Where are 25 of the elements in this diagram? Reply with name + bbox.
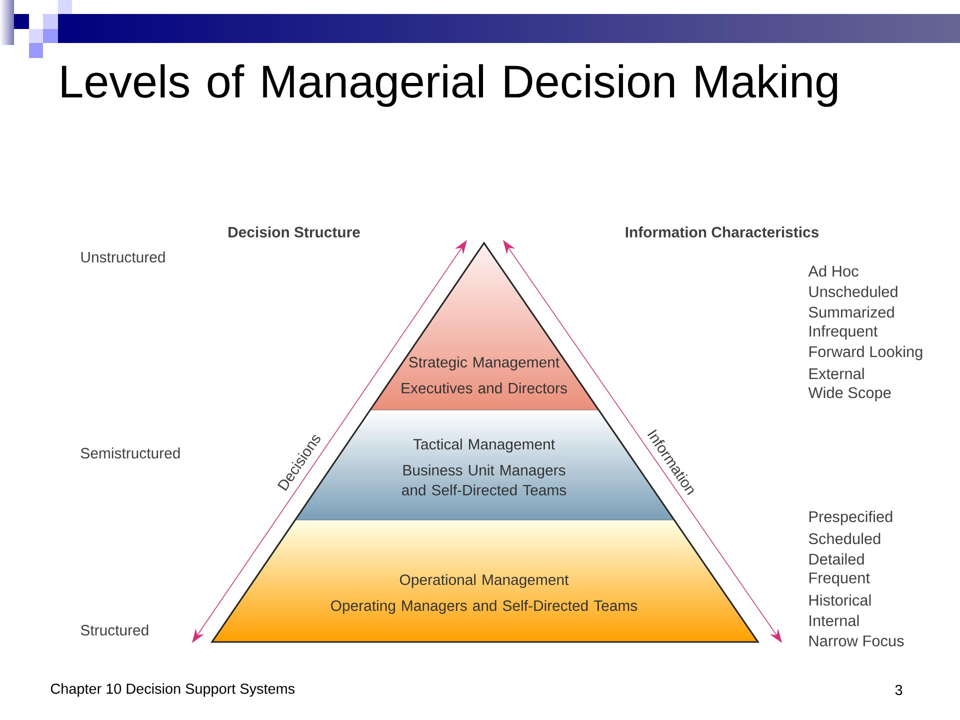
list-item: External — [809, 368, 864, 380]
list-item: Internal — [810, 614, 859, 626]
list-item: Historical — [809, 594, 871, 606]
scale-label: Semistructured — [80, 448, 180, 458]
list-item: Unscheduled — [809, 286, 898, 298]
scale-label: Structured — [80, 624, 148, 636]
list-item: Frequent — [809, 572, 870, 586]
column-heading: Information Characteristics — [626, 226, 819, 238]
scale-label: Unstructured — [81, 252, 165, 262]
list-item: Scheduled — [808, 532, 880, 544]
list-item: Infrequent — [810, 325, 878, 340]
list-item: Detailed — [809, 553, 864, 565]
footer-text: Chapter 10 Decision Support Systems — [50, 683, 295, 697]
pyramid-bottom-level: Operational Management Operating Managers and Self-Directed Teams — [331, 574, 638, 614]
column-heading: Decision Structure — [228, 226, 360, 238]
slide-title: Levels of Managerial Decision Making — [62, 64, 838, 107]
list-item: Prespecified — [809, 510, 892, 526]
list-item: Narrow Focus — [809, 636, 904, 646]
list-item: Forward Looking — [809, 346, 922, 360]
list-item: Summarized — [808, 306, 894, 318]
list-item: Ad Hoc — [808, 265, 858, 277]
pyramid-middle-level: Tactical Management Business Unit Managers and Self-Directed Teams — [402, 438, 566, 496]
pyramid-top-level: Strategic Management Executives and Directors — [402, 356, 567, 394]
footer-text: 3 — [895, 684, 902, 696]
list-item: Wide Scope — [808, 386, 891, 402]
